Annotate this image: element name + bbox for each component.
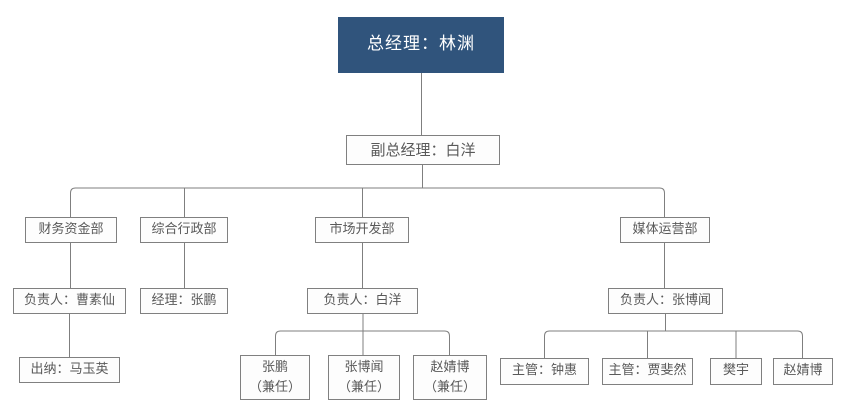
org-node-dept-finance[interactable]: 财务资金部 <box>25 217 117 243</box>
org-node-label: 市场开发部 <box>329 221 395 237</box>
org-node-label: 总经理：林渊 <box>367 34 475 55</box>
org-node-label: 赵婧博 <box>783 363 823 379</box>
org-node-head-finance[interactable]: 负责人：曹素仙 <box>13 288 126 314</box>
org-node-staff-media-4[interactable]: 赵婧博 <box>773 358 833 385</box>
org-node-staff-media-3[interactable]: 樊宇 <box>710 358 762 385</box>
org-node-label: 主管：钟惠 <box>511 363 577 379</box>
org-node-label: 副总经理：白洋 <box>370 140 476 159</box>
org-node-dept-market[interactable]: 市场开发部 <box>315 217 409 243</box>
org-node-note: （兼任） <box>248 379 301 395</box>
org-node-dept-media[interactable]: 媒体运营部 <box>620 217 710 243</box>
org-node-note: （兼任） <box>337 379 390 395</box>
org-node-label: 负责人：曹素仙 <box>23 292 115 308</box>
org-node-staff-cashier[interactable]: 出纳：马玉英 <box>19 357 120 383</box>
org-node-staff-media-2[interactable]: 主管：贾斐然 <box>602 358 693 385</box>
org-node-deputy-general-manager[interactable]: 副总经理：白洋 <box>346 135 500 165</box>
org-node-note: （兼任） <box>423 379 476 395</box>
org-node-label: 赵婧博 <box>430 360 470 375</box>
org-node-label: 媒体运营部 <box>632 221 698 237</box>
org-node-label: 樊宇 <box>722 363 749 379</box>
org-node-head-market[interactable]: 负责人：白洋 <box>307 288 418 314</box>
org-node-label: 经理：张鹏 <box>151 292 217 308</box>
connector-path <box>69 73 803 358</box>
org-node-label: 负责人：张博闻 <box>619 292 711 308</box>
org-node-general-manager[interactable]: 总经理：林渊 <box>338 17 504 73</box>
org-node-label: 负责人：白洋 <box>323 292 402 308</box>
org-node-label: 综合行政部 <box>151 221 217 237</box>
org-node-staff-market-2[interactable]: 张博闻 （兼任） <box>328 355 400 400</box>
org-node-staff-market-1[interactable]: 张鹏 （兼任） <box>240 355 310 400</box>
org-node-dept-admin[interactable]: 综合行政部 <box>140 217 228 243</box>
org-node-label: 张鹏 <box>261 360 288 375</box>
org-node-head-admin[interactable]: 经理：张鹏 <box>140 288 228 314</box>
org-node-label: 出纳：马玉英 <box>30 361 109 377</box>
org-node-label: 主管：贾斐然 <box>608 363 687 379</box>
org-node-head-media[interactable]: 负责人：张博闻 <box>608 288 723 314</box>
org-node-label: 张博闻 <box>344 360 384 375</box>
org-node-staff-market-3[interactable]: 赵婧博 （兼任） <box>413 355 487 400</box>
org-node-label: 财务资金部 <box>38 221 104 237</box>
org-node-staff-media-1[interactable]: 主管：钟惠 <box>500 358 589 385</box>
